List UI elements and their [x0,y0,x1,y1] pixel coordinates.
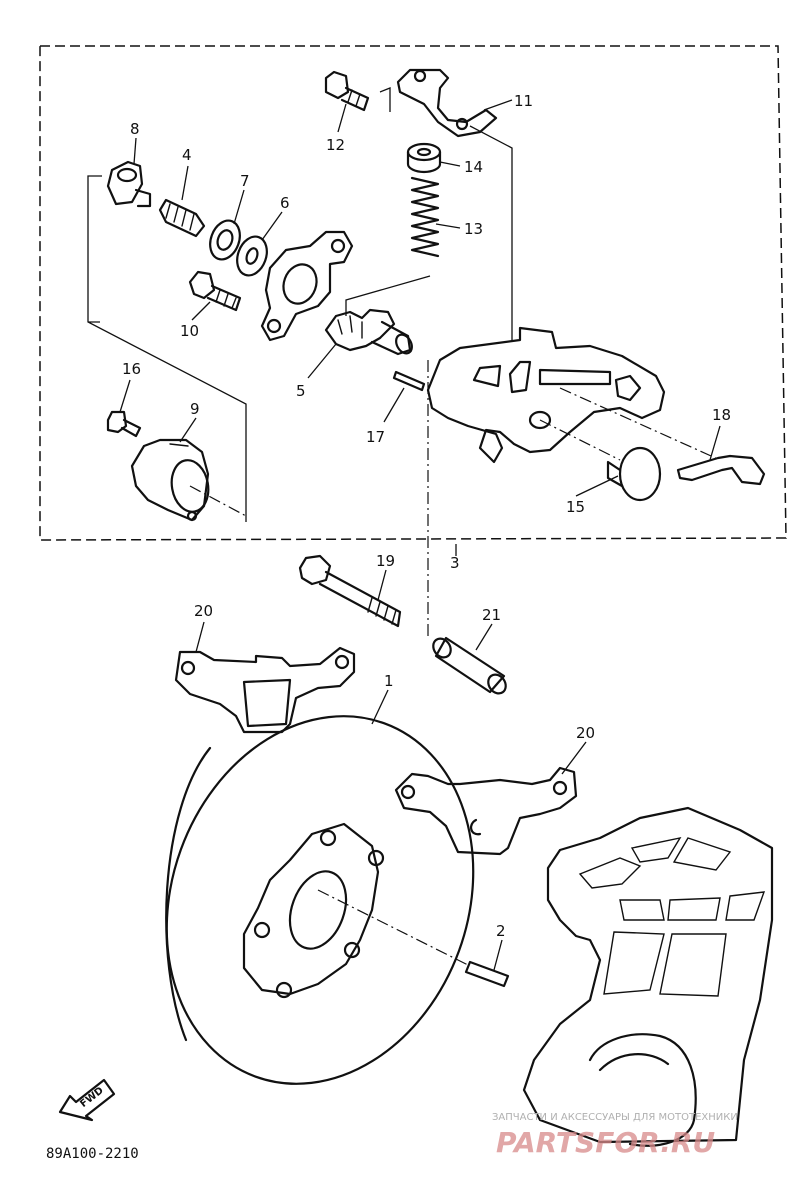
wheel-hub-frame [522,806,774,1147]
leader-1 [371,689,389,725]
axis-line-9 [189,485,247,517]
part-17-pin [392,370,426,392]
leader-15 [575,475,619,497]
leader-20a [195,621,205,653]
caliper-assembly-boundary [39,45,787,541]
leader-6 [261,211,283,241]
part-9-piston [130,438,210,522]
leader-12 [337,103,347,133]
leader-20b [561,741,587,775]
part-19-long-bolt [298,554,402,628]
leader-9 [179,417,197,443]
guide-caliper-right [345,87,513,340]
label-20a: 20 [194,602,213,620]
part-4-bleed-screw [158,198,206,238]
caliper-body [426,326,666,464]
drawing-code: 89A100-2210 [46,1146,139,1162]
part-6-washer [236,235,268,277]
label-1: 1 [384,672,394,690]
leader-21 [475,623,493,651]
watermark-brand: PARTSFOR.RU [496,1126,715,1159]
leader-14 [439,161,461,167]
leader-11 [483,99,513,111]
part-18-spring-clip [676,454,766,486]
leader-7 [233,189,245,225]
label-16: 16 [122,360,141,378]
guide-lines [87,175,247,522]
label-8: 8 [130,120,140,138]
part-15-pin [606,446,662,502]
part-2-key [464,960,510,988]
leader-4 [181,165,189,201]
watermark-tagline: ЗАПЧАСТИ И АКСЕССУАРЫ ДЛЯ МОТОТЕХНИКИ [492,1112,738,1123]
leader-5 [307,343,337,379]
part-16-bolt [106,410,142,438]
part-10-bolt [188,270,242,312]
leader-13 [435,223,461,229]
leader-2 [493,939,503,971]
leader-19 [377,569,387,601]
label-13: 13 [464,220,483,238]
label-9: 9 [190,400,200,418]
part-7-seal [209,219,241,261]
fwd-arrow-icon: FWD [58,1078,116,1122]
label-5: 5 [296,382,306,400]
label-6: 6 [280,194,290,212]
leader-16 [119,379,131,413]
part-21-sleeve [432,636,507,695]
label-17: 17 [366,428,385,446]
label-7: 7 [240,172,250,190]
label-20b: 20 [576,724,595,742]
leader-18 [709,425,721,461]
label-19: 19 [376,552,395,570]
leader-8 [133,137,137,165]
caliper-bracket [260,230,354,342]
part-14-cap [406,142,442,174]
label-10: 10 [180,322,199,340]
label-4: 4 [182,146,192,164]
leader-17 [383,387,405,423]
label-2: 2 [496,922,506,940]
part-13-spring [410,176,440,258]
part-20-pad-right [394,766,578,856]
label-14: 14 [464,158,483,176]
axis-line-2 [317,889,471,967]
part-1-brake-disc [165,715,475,1085]
part-20-pad-left [174,646,356,734]
label-15: 15 [566,498,585,516]
label-21: 21 [482,606,501,624]
label-11: 11 [514,92,533,110]
part-5-adjuster-shaft [324,308,413,356]
part-12-bolt [324,70,370,112]
label-18: 18 [712,406,731,424]
leader-10 [191,301,211,321]
label-12: 12 [326,136,345,154]
part-8-bleed-cap [106,160,152,208]
label-3: 3 [450,554,460,572]
part-11-lever [396,68,498,138]
axis-line-15 [539,387,721,461]
